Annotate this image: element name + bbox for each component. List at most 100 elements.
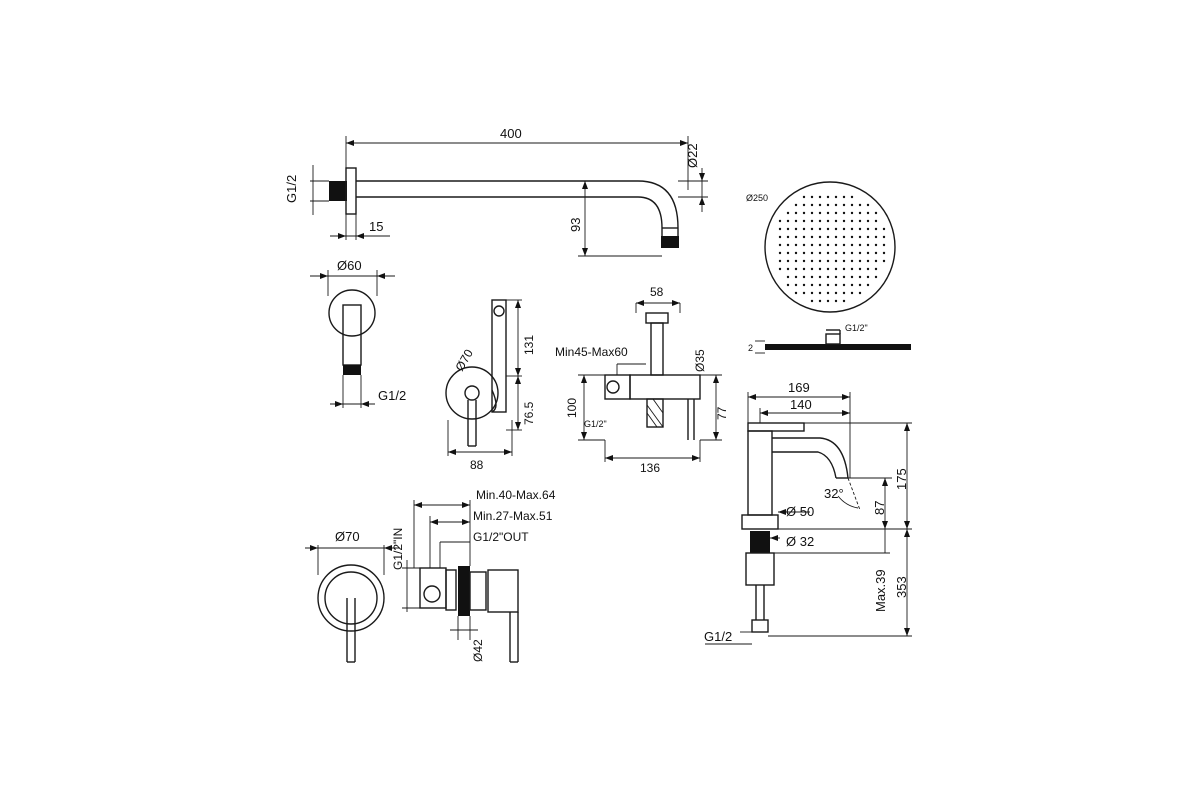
nozzle-dot bbox=[866, 235, 870, 239]
nozzle-dot bbox=[810, 251, 814, 255]
nozzle-dot bbox=[794, 275, 798, 279]
nozzle-dot bbox=[810, 267, 814, 271]
shower-arm-drawing: 400 G1/2 15 93 Ø22 bbox=[284, 126, 708, 257]
concealed-mixer-drawing: Ø70 Min.40-Max.64 Min.27-Max.51 G1/2"OUT… bbox=[305, 488, 556, 663]
nozzle-dot bbox=[778, 227, 782, 231]
nozzle-dot bbox=[842, 259, 846, 263]
nozzle-dot bbox=[834, 211, 838, 215]
nozzle-dot bbox=[858, 243, 862, 247]
nozzle-dot bbox=[786, 275, 790, 279]
basin-mixer-angle-label: 32° bbox=[824, 486, 844, 501]
nozzle-dot bbox=[842, 195, 846, 199]
basin-mixer-body-height-label: 175 bbox=[894, 468, 909, 490]
nozzle-dot bbox=[874, 211, 878, 215]
shower-head-plan-circle bbox=[764, 181, 896, 313]
nozzle-dot bbox=[778, 243, 782, 247]
shower-head-nozzles bbox=[778, 195, 886, 303]
nozzle-dot bbox=[858, 267, 862, 271]
nozzle-dot bbox=[786, 235, 790, 239]
basin-mixer-spout bbox=[772, 437, 849, 479]
nozzle-dot bbox=[826, 275, 830, 279]
bidet-side-holder bbox=[645, 312, 669, 324]
nozzle-dot bbox=[850, 227, 854, 231]
bidet-front-plate-label: Ø70 bbox=[452, 347, 476, 374]
nozzle-dot bbox=[850, 219, 854, 223]
nozzle-dot bbox=[866, 203, 870, 207]
nozzle-dot bbox=[818, 291, 822, 295]
nozzle-dot bbox=[778, 267, 782, 271]
shower-head-drawing: Ø250 G1/2" 2 bbox=[746, 181, 911, 354]
nozzle-dot bbox=[810, 275, 814, 279]
nozzle-dot bbox=[786, 243, 790, 247]
nozzle-dot bbox=[874, 219, 878, 223]
nozzle-dot bbox=[850, 211, 854, 215]
shower-arm-flange-label: 15 bbox=[369, 219, 383, 234]
nozzle-dot bbox=[786, 267, 790, 271]
nozzle-dot bbox=[858, 291, 862, 295]
nozzle-dot bbox=[842, 251, 846, 255]
nozzle-dot bbox=[866, 259, 870, 263]
nozzle-dot bbox=[794, 283, 798, 287]
nozzle-dot bbox=[842, 283, 846, 287]
nozzle-dot bbox=[802, 227, 806, 231]
bidet-front-lower-height-label: 76.5 bbox=[522, 401, 536, 425]
nozzle-dot bbox=[802, 195, 806, 199]
nozzle-dot bbox=[810, 195, 814, 199]
shower-head-side-plate bbox=[765, 344, 911, 350]
nozzle-dot bbox=[874, 251, 878, 255]
bidet-side-left-height-label: 100 bbox=[565, 398, 579, 418]
concealed-mixer-inlet-label: G1/2"IN bbox=[391, 528, 405, 570]
wall-elbow-plate bbox=[328, 289, 376, 337]
nozzle-dot bbox=[826, 203, 830, 207]
nozzle-dot bbox=[874, 235, 878, 239]
nozzle-dot bbox=[834, 275, 838, 279]
nozzle-dot bbox=[850, 203, 854, 207]
nozzle-dot bbox=[826, 299, 830, 303]
nozzle-dot bbox=[810, 219, 814, 223]
nozzle-dot bbox=[874, 227, 878, 231]
nozzle-dot bbox=[802, 267, 806, 271]
nozzle-dot bbox=[786, 283, 790, 287]
nozzle-dot bbox=[858, 259, 862, 263]
nozzle-dot bbox=[778, 219, 782, 223]
bidet-side-thread-label: G1/2" bbox=[584, 419, 607, 429]
nozzle-dot bbox=[842, 219, 846, 223]
nozzle-dot bbox=[818, 235, 822, 239]
shower-head-diameter-label: Ø250 bbox=[746, 193, 768, 203]
concealed-mixer-outlet-label: G1/2"OUT bbox=[473, 530, 529, 544]
basin-mixer-base bbox=[741, 514, 779, 530]
nozzle-dot bbox=[818, 299, 822, 303]
nozzle-dot bbox=[834, 291, 838, 295]
nozzle-dot bbox=[826, 211, 830, 215]
nozzle-dot bbox=[786, 227, 790, 231]
nozzle-dot bbox=[786, 251, 790, 255]
basin-mixer-shank-diameter-label: Ø 32 bbox=[786, 534, 814, 549]
nozzle-dot bbox=[826, 291, 830, 295]
concealed-mixer-cartridge bbox=[458, 566, 470, 616]
nozzle-dot bbox=[786, 259, 790, 263]
nozzle-dot bbox=[842, 291, 846, 295]
nozzle-dot bbox=[834, 235, 838, 239]
bidet-front-handshower bbox=[491, 299, 507, 413]
nozzle-dot bbox=[802, 211, 806, 215]
nozzle-dot bbox=[834, 267, 838, 271]
nozzle-dot bbox=[866, 227, 870, 231]
bidet-front-width-label: 88 bbox=[470, 458, 484, 472]
nozzle-dot bbox=[882, 243, 886, 247]
nozzle-dot bbox=[818, 227, 822, 231]
nozzle-dot bbox=[794, 227, 798, 231]
wall-elbow-drawing: Ø60 G1/2 bbox=[310, 258, 406, 408]
shower-head-connection-label: G1/2" bbox=[845, 323, 868, 333]
nozzle-dot bbox=[842, 299, 846, 303]
bidet-front-plate bbox=[445, 366, 499, 420]
nozzle-dot bbox=[842, 275, 846, 279]
nozzle-dot bbox=[810, 235, 814, 239]
nozzle-dot bbox=[866, 243, 870, 247]
nozzle-dot bbox=[826, 227, 830, 231]
nozzle-dot bbox=[834, 203, 838, 207]
nozzle-dot bbox=[850, 243, 854, 247]
nozzle-dot bbox=[818, 259, 822, 263]
nozzle-dot bbox=[850, 291, 854, 295]
nozzle-dot bbox=[826, 251, 830, 255]
nozzle-dot bbox=[826, 259, 830, 263]
